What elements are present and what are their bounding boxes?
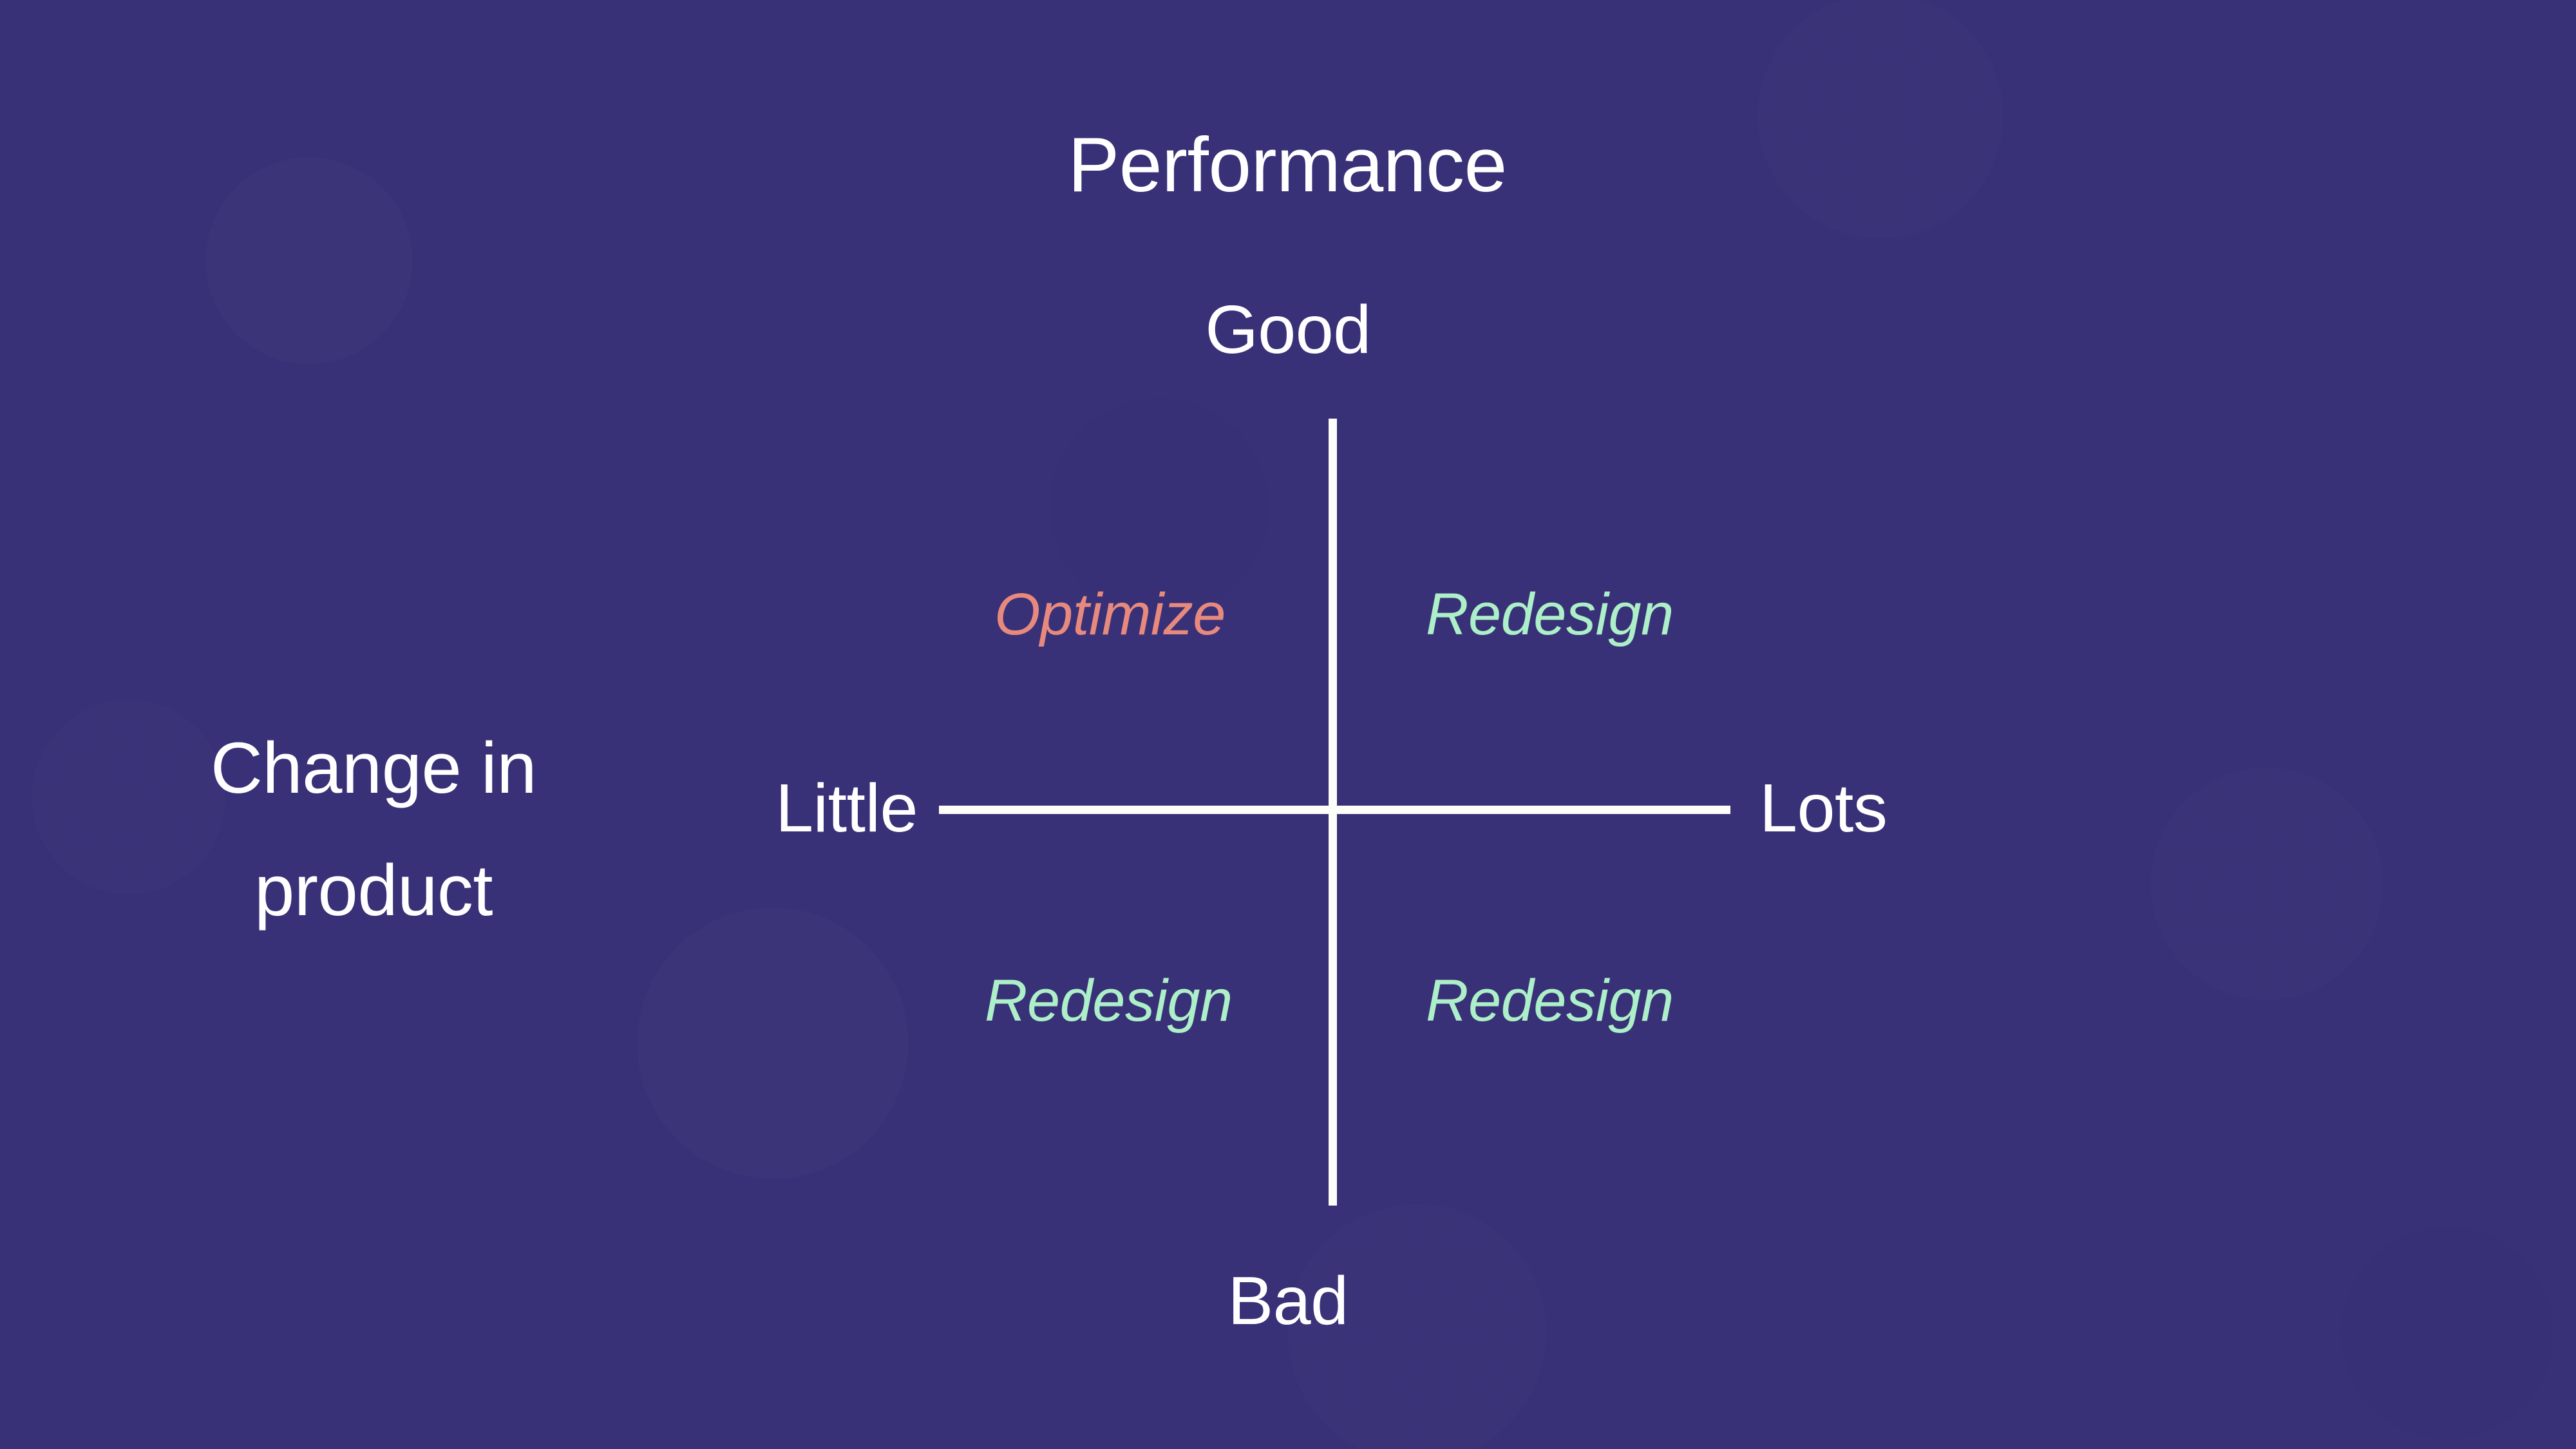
- axis-title-change-in-product: Change in product: [84, 707, 663, 952]
- horizontal-axis-line: [939, 806, 1730, 814]
- quadrant-label-top-right: Redesign: [1426, 582, 1674, 647]
- axis-label-right-lots: Lots: [1759, 770, 1888, 846]
- quadrant-label-bottom-right: Redesign: [1426, 968, 1674, 1034]
- axis-label-top-good: Good: [1205, 292, 1371, 368]
- axis-label-bottom-bad: Bad: [1227, 1263, 1349, 1339]
- quadrant-label-top-left: Optimize: [994, 582, 1226, 647]
- axis-title-line-2: product: [254, 850, 493, 931]
- page-title: Performance: [1068, 122, 1507, 208]
- axis-title-line-1: Change in: [210, 728, 537, 808]
- axis-label-left-little: Little: [775, 770, 918, 846]
- quadrant-label-bottom-left: Redesign: [985, 968, 1233, 1034]
